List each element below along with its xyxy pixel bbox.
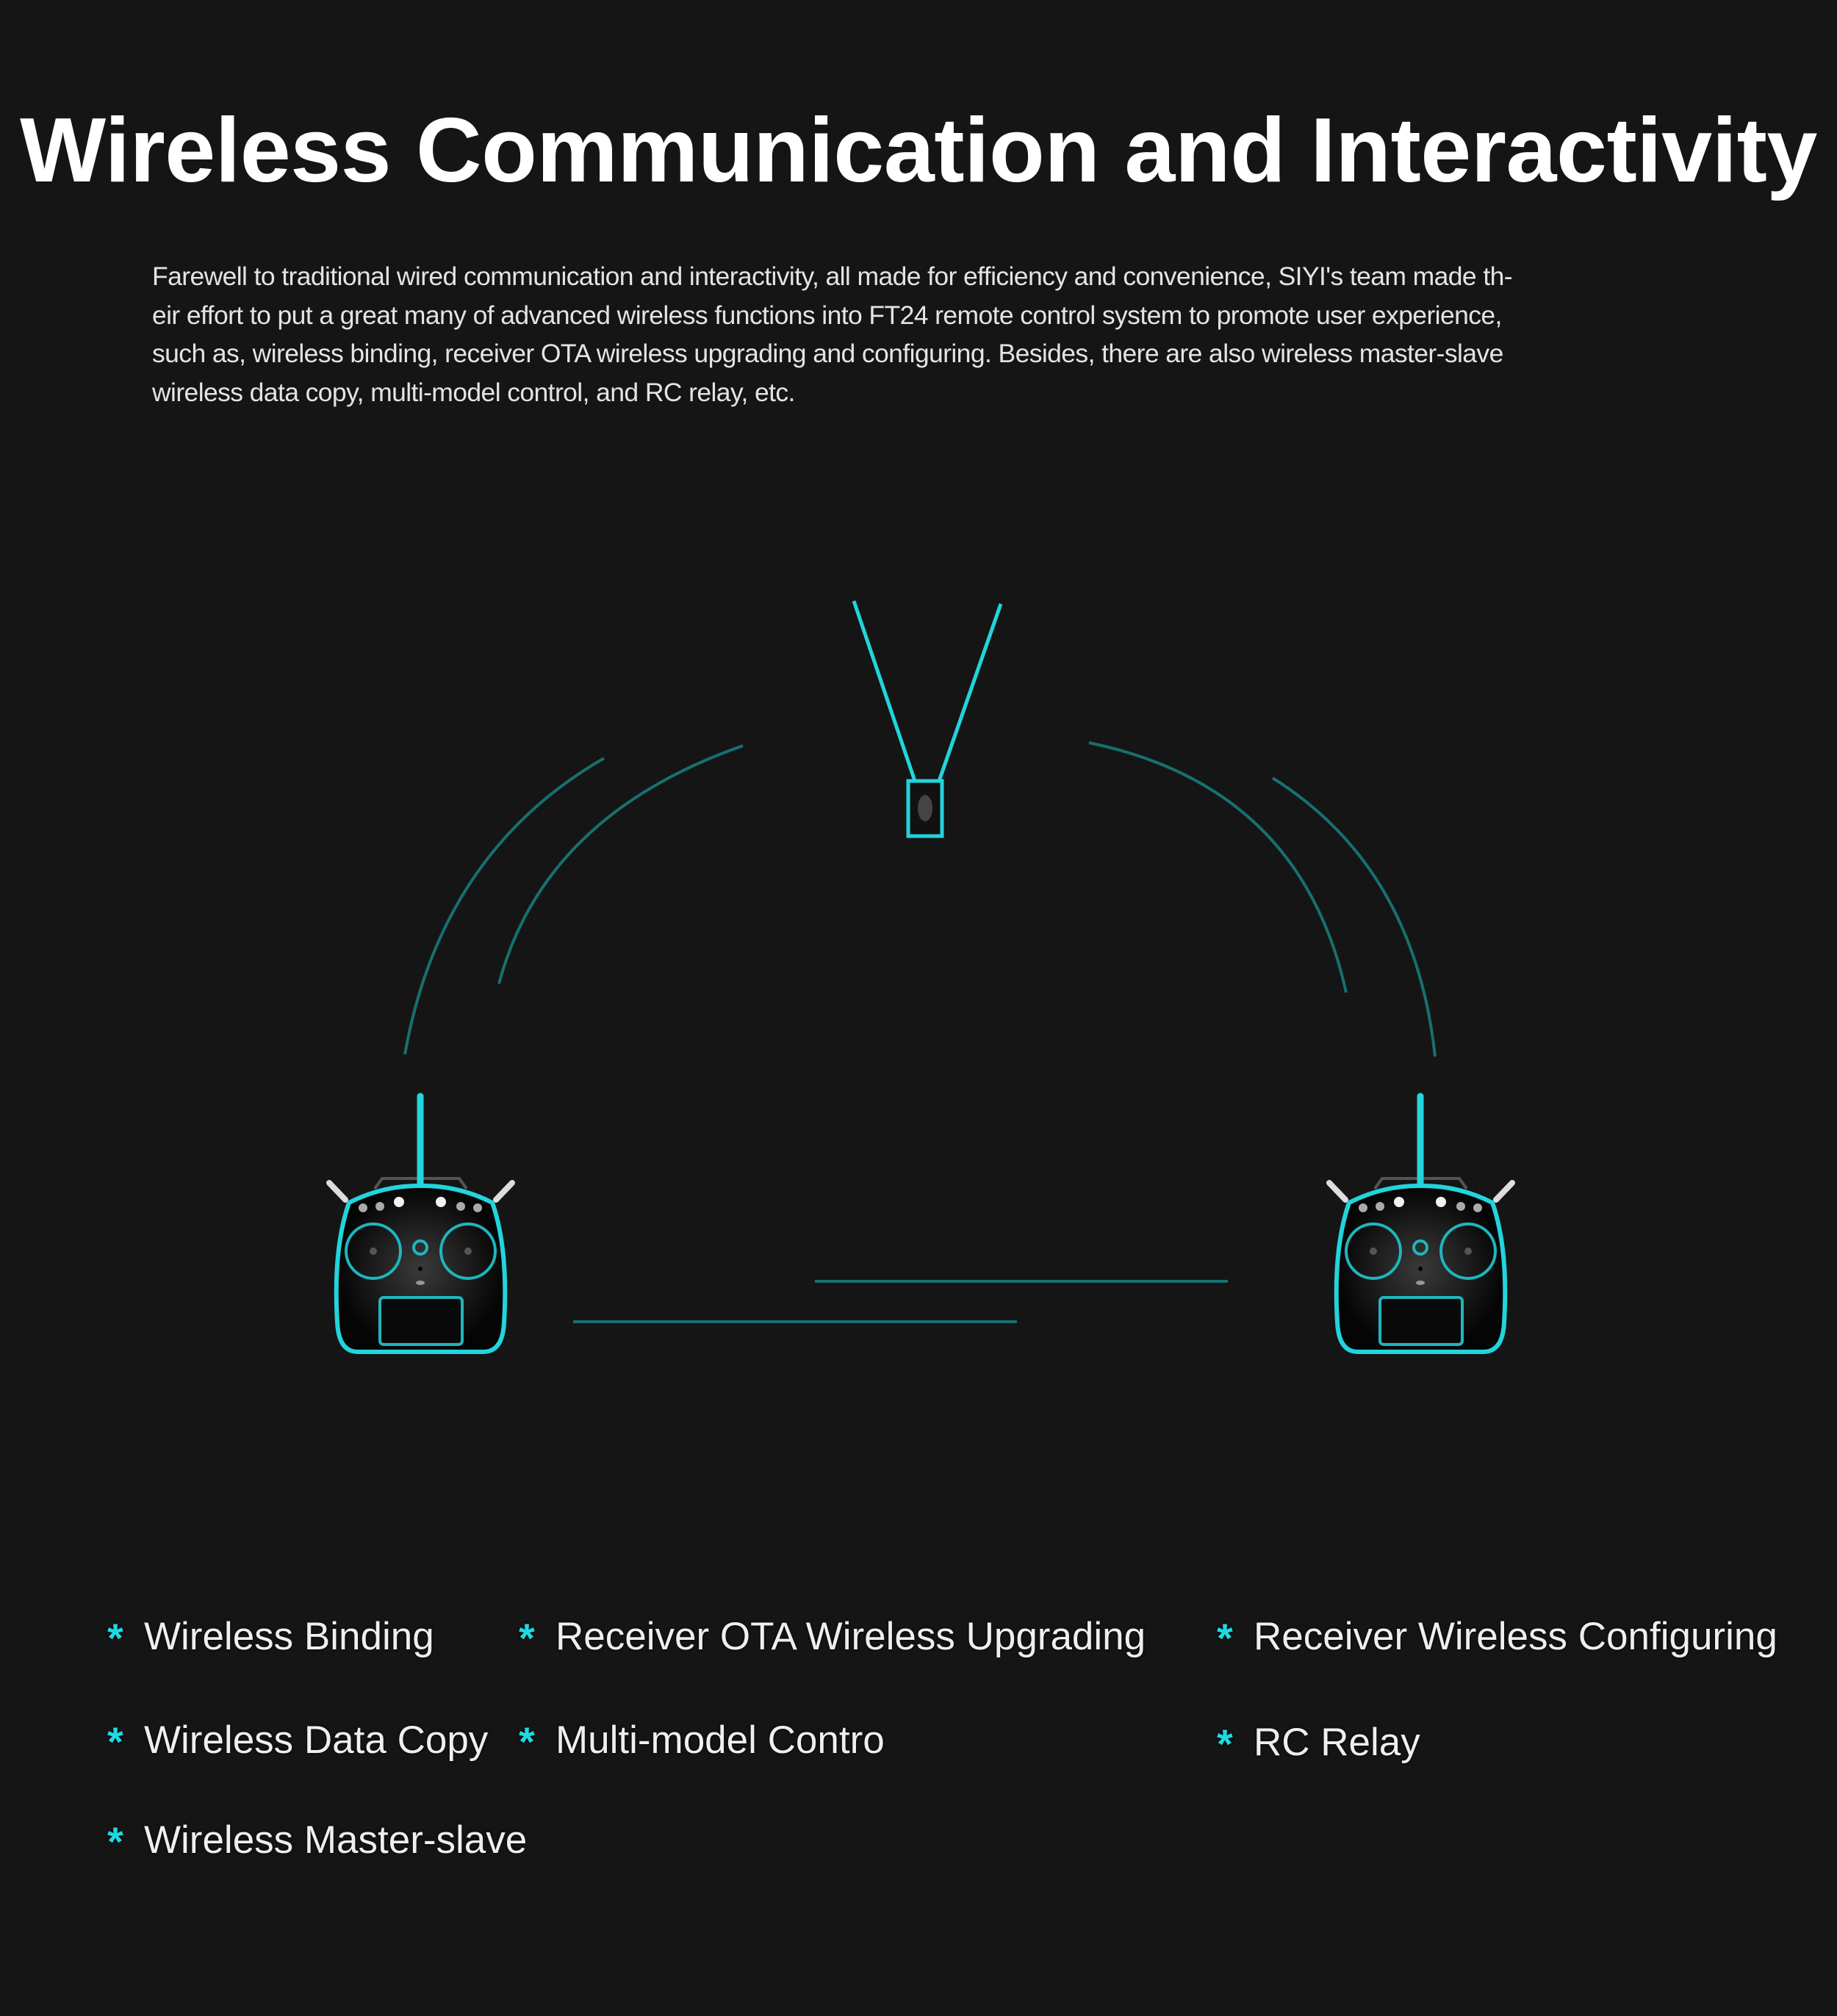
feature-item: * Wireless Binding [107, 1615, 434, 1660]
feature-item: * Multi-model Contro [519, 1718, 885, 1764]
asterisk-icon: * [519, 1718, 535, 1765]
feature-label: RC Relay [1254, 1721, 1420, 1764]
feature-label: Receiver Wireless Configuring [1254, 1615, 1777, 1658]
feature-label: Receiver OTA Wireless Upgrading [556, 1615, 1146, 1658]
feature-item: * Wireless Data Copy [107, 1718, 489, 1764]
feature-item: * Wireless Master-slave [107, 1818, 528, 1864]
asterisk-icon: * [1217, 1721, 1233, 1767]
intro-line: wireless data copy, multi-model control,… [152, 377, 795, 407]
asterisk-icon: * [107, 1615, 123, 1661]
signal-arc-left-inner [497, 744, 744, 984]
signal-waves [403, 741, 1437, 1323]
intro-line: such as, wireless binding, receiver OTA … [152, 339, 1503, 368]
asterisk-icon: * [107, 1818, 123, 1865]
feature-item: * Receiver Wireless Configuring [1217, 1615, 1777, 1660]
intro-paragraph: Farewell to traditional wired communicat… [152, 257, 1688, 411]
intro-line: Farewell to traditional wired communicat… [152, 262, 1513, 291]
feature-label: Wireless Data Copy [144, 1718, 489, 1762]
intro-line: eir effort to put a great many of advanc… [152, 300, 1502, 330]
asterisk-icon: * [107, 1718, 123, 1765]
feature-label: Multi-model Contro [556, 1718, 885, 1762]
page-title: Wireless Communication and Interactivity [20, 100, 1817, 201]
signal-arc-left-outer [403, 757, 605, 1055]
signal-arc-right-inner [1088, 741, 1348, 993]
asterisk-icon: * [519, 1615, 535, 1661]
feature-item: * RC Relay [1217, 1721, 1420, 1766]
feature-item: * Receiver OTA Wireless Upgrading [519, 1615, 1146, 1660]
feature-label: Wireless Binding [144, 1615, 434, 1658]
receiver-icon [852, 600, 1003, 838]
feature-label: Wireless Master-slave [144, 1818, 528, 1862]
signal-arc-right-outer [1271, 777, 1437, 1057]
remote-controller-left-icon [329, 1096, 512, 1352]
asterisk-icon: * [1217, 1615, 1233, 1661]
remote-controller-right-icon [1329, 1096, 1512, 1352]
